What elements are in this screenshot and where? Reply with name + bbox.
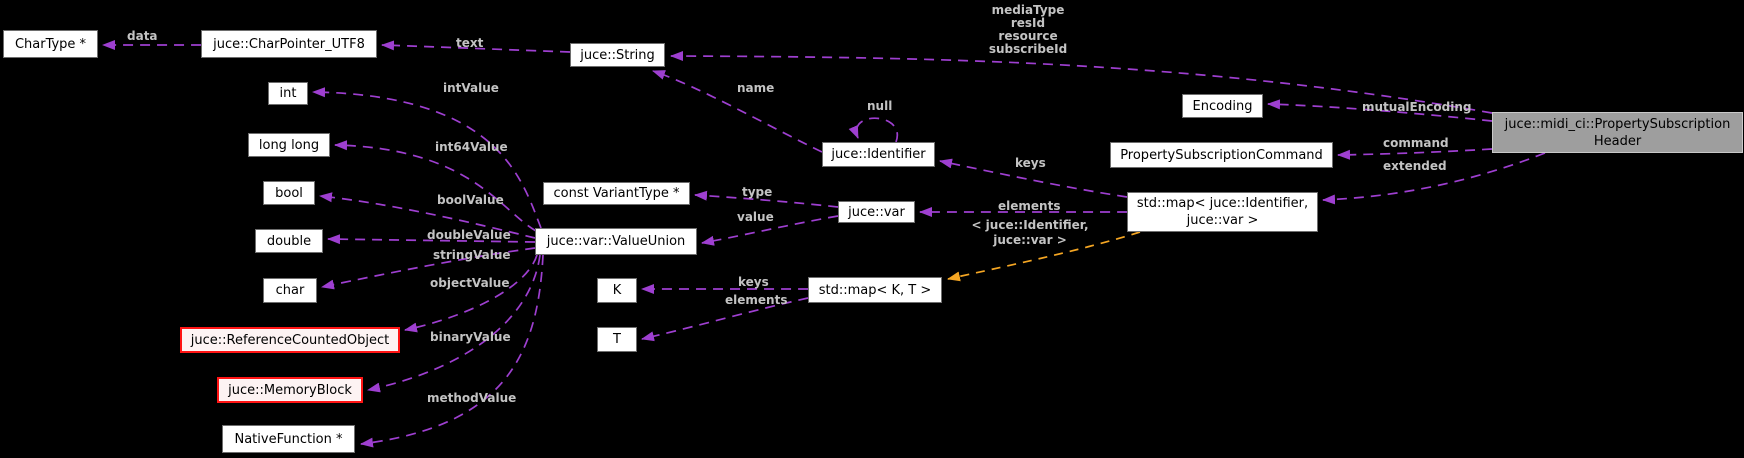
edge-label-template-args: < juce::Identifier, juce::var > — [969, 218, 1091, 248]
edge-name — [652, 70, 823, 153]
node-char[interactable]: char — [263, 278, 317, 303]
edge-text — [381, 40, 571, 53]
edge-boolvalue — [319, 192, 536, 239]
edge-label-resid: resId — [1010, 16, 1046, 30]
node-k[interactable]: K — [597, 278, 637, 303]
edge-label-template-args-line1: < juce::Identifier, — [971, 218, 1089, 232]
node-long-long[interactable]: long long — [248, 133, 330, 157]
edge-label-boolvalue: boolValue — [437, 193, 504, 207]
node-std-map-identifier-var[interactable]: std::map< juce::Identifier, juce::var > — [1127, 192, 1318, 232]
edge-label-value: value — [737, 210, 774, 224]
node-const-varianttype-label: const VariantType * — [553, 186, 680, 201]
edge-binaryvalue — [367, 254, 541, 393]
edge-doublevalue — [327, 234, 536, 245]
edge-label-command: command — [1383, 136, 1449, 150]
node-property-subscription-header-line1: juce::midi_ci::PropertySubscription — [1504, 116, 1731, 132]
edge-label-methodvalue: methodValue — [427, 391, 517, 405]
edge-value — [701, 215, 839, 246]
node-double[interactable]: double — [255, 229, 323, 253]
node-chartype[interactable]: CharType * — [3, 30, 98, 58]
edge-label-resource: resource — [998, 29, 1058, 43]
node-long-long-label: long long — [258, 137, 320, 153]
edge-label-mediatype: mediaType — [991, 3, 1065, 17]
edge-label-subscribeid: subscribeId — [988, 42, 1068, 56]
node-var-valueunion[interactable]: juce::var::ValueUnion — [535, 228, 697, 255]
node-juce-var[interactable]: juce::var — [838, 201, 915, 223]
edge-label-intvalue: intValue — [443, 81, 499, 95]
edge-label-template-args-line2: juce::var > — [993, 233, 1067, 247]
node-juce-string-label: juce::String — [580, 47, 655, 63]
node-bool[interactable]: bool — [263, 181, 315, 205]
node-std-map-kt[interactable]: std::map< K, T > — [808, 277, 942, 303]
edge-mediatype-resid-resource-subscribeid — [670, 51, 1493, 114]
node-std-map-identifier-var-line2: juce::var > — [1186, 213, 1259, 228]
node-juce-identifier-label: juce::Identifier — [831, 147, 926, 162]
node-k-label: K — [612, 283, 622, 298]
node-int-label: int — [279, 86, 297, 101]
edge-label-mutualencoding: mutualEncoding — [1362, 100, 1472, 114]
edge-int64value — [334, 140, 537, 232]
node-memory-block-label: juce::MemoryBlock — [228, 382, 352, 398]
edge-intvalue — [312, 87, 542, 229]
node-int[interactable]: int — [268, 82, 308, 105]
node-reference-counted-object-label: juce::ReferenceCountedObject — [190, 332, 390, 348]
edge-label-objectvalue: objectValue — [430, 276, 510, 290]
edge-label-media-group: mediaType resId resource subscribeId — [968, 4, 1088, 56]
node-reference-counted-object[interactable]: juce::ReferenceCountedObject — [180, 327, 400, 353]
edge-label-stringvalue: stringValue — [433, 248, 511, 262]
edge-template-instantiation — [947, 231, 1141, 282]
node-charpointer-utf8[interactable]: juce::CharPointer_UTF8 — [201, 30, 377, 58]
edge-keys-identifier — [939, 158, 1128, 198]
edge-label-doublevalue: doubleValue — [427, 228, 511, 242]
edge-label-elements-kt: elements — [725, 293, 788, 307]
edge-label-binaryvalue: binaryValue — [430, 330, 511, 344]
node-chartype-label: CharType * — [14, 36, 87, 52]
node-const-varianttype[interactable]: const VariantType * — [543, 182, 690, 205]
node-std-map-identifier-var-line1: std::map< juce::Identifier, — [1136, 196, 1309, 211]
node-memory-block[interactable]: juce::MemoryBlock — [217, 377, 363, 403]
node-juce-var-label: juce::var — [848, 204, 905, 220]
edge-command — [1337, 148, 1493, 160]
node-t-label: T — [613, 332, 621, 347]
edge-label-type: type — [742, 185, 773, 199]
node-property-subscription-command-label: PropertySubscriptionCommand — [1120, 147, 1323, 163]
node-juce-identifier[interactable]: juce::Identifier — [822, 142, 935, 167]
node-charpointer-utf8-label: juce::CharPointer_UTF8 — [213, 36, 365, 52]
edge-extended — [1322, 152, 1546, 205]
edge-label-extended: extended — [1383, 159, 1447, 173]
edge-label-name: name — [737, 81, 775, 95]
edge-label-keys-kt: keys — [738, 275, 769, 289]
edge-label-elements-var: elements — [998, 199, 1061, 213]
edge-label-data: data — [127, 29, 158, 43]
node-encoding-label: Encoding — [1192, 98, 1253, 114]
edge-null-self-loop — [848, 117, 899, 143]
node-native-function-label: NativeFunction * — [234, 431, 343, 447]
edge-label-text: text — [456, 36, 484, 50]
node-encoding[interactable]: Encoding — [1182, 94, 1263, 118]
node-native-function[interactable]: NativeFunction * — [222, 425, 355, 453]
edge-label-keys-identifier: keys — [1015, 156, 1046, 170]
node-juce-string[interactable]: juce::String — [570, 43, 665, 67]
node-double-label: double — [266, 233, 312, 249]
node-std-map-kt-label: std::map< K, T > — [818, 282, 932, 298]
edge-label-null: null — [867, 99, 893, 113]
node-bool-label: bool — [275, 185, 303, 201]
edge-stringvalue — [321, 247, 536, 290]
edge-methodvalue — [360, 254, 544, 448]
node-property-subscription-header[interactable]: juce::midi_ci::PropertySubscription Head… — [1492, 112, 1743, 153]
node-char-label: char — [275, 283, 305, 298]
node-property-subscription-header-line2: Header — [1593, 133, 1642, 149]
node-var-valueunion-label: juce::var::ValueUnion — [546, 234, 686, 249]
edge-elements-kt — [641, 297, 809, 342]
edge-type — [694, 190, 839, 208]
node-t[interactable]: T — [597, 327, 637, 352]
edge-label-int64value: int64Value — [435, 140, 508, 154]
node-property-subscription-command[interactable]: PropertySubscriptionCommand — [1110, 142, 1333, 168]
